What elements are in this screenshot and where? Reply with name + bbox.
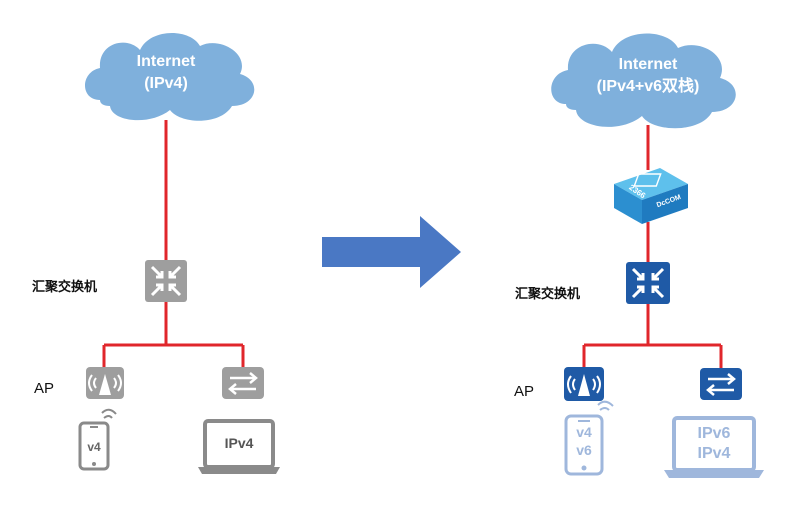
left-phone-icon bbox=[78, 408, 117, 471]
right-aggregation-switch-icon bbox=[626, 262, 670, 304]
left-ap-icon bbox=[86, 367, 124, 399]
right-ap-icon bbox=[564, 367, 604, 401]
right-laptop-text-2: IPv4 bbox=[697, 445, 731, 462]
left-ap-label: AP bbox=[34, 380, 55, 397]
left-cloud-line2: (IPv4) bbox=[144, 75, 188, 92]
left-links bbox=[102, 120, 245, 368]
right-internet-cloud bbox=[551, 33, 736, 129]
right-phone-text-1: v4 bbox=[576, 424, 592, 440]
left-aggregation-switch-icon bbox=[145, 260, 187, 302]
left-laptop-icon bbox=[198, 419, 280, 474]
right-phone-icon bbox=[564, 400, 614, 476]
left-cloud-line1: Internet bbox=[136, 53, 196, 70]
left-access-switch-icon bbox=[222, 367, 264, 399]
left-switch-label: 汇聚交换机 bbox=[32, 279, 98, 294]
right-cloud-line1: Internet bbox=[618, 56, 678, 73]
right-cloud-line2: (IPv4+v6双栈) bbox=[596, 78, 700, 95]
right-access-switch-icon bbox=[700, 368, 742, 400]
right-laptop-text-1: IPv6 bbox=[697, 425, 731, 442]
left-internet-cloud bbox=[85, 32, 255, 121]
right-links bbox=[582, 125, 723, 368]
right-switch-label: 汇聚交换机 bbox=[515, 286, 581, 301]
left-laptop-text: IPv4 bbox=[224, 435, 254, 451]
left-phone-text: v4 bbox=[87, 440, 101, 454]
right-phone-text-2: v6 bbox=[576, 442, 592, 458]
transition-arrow-icon bbox=[322, 216, 461, 288]
right-router-icon bbox=[614, 168, 688, 224]
right-ap-label: AP bbox=[514, 383, 535, 400]
right-laptop-icon bbox=[664, 416, 764, 478]
